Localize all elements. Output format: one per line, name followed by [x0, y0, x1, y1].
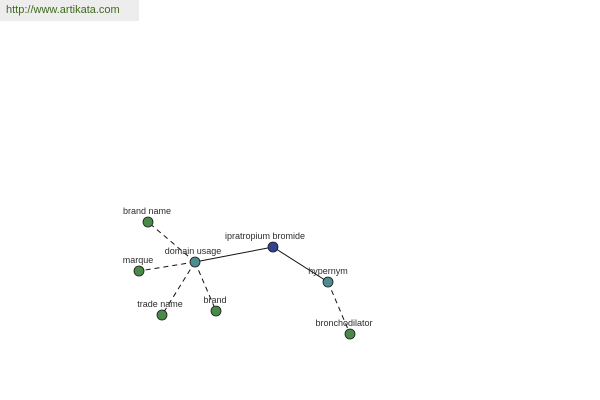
- node-label-hypernym: hypernym: [308, 266, 348, 276]
- node-label-bronchodilator: bronchodilator: [315, 318, 372, 328]
- node-brand[interactable]: brand: [203, 295, 227, 317]
- node-trade-name[interactable]: trade name: [137, 299, 183, 321]
- node-marque[interactable]: marque: [123, 255, 154, 277]
- node-dot-brand[interactable]: [210, 305, 222, 317]
- site-url-link[interactable]: http://www.artikata.com: [6, 4, 120, 16]
- node-ipratropium-bromide[interactable]: ipratropium bromide: [225, 231, 305, 253]
- node-label-trade-name: trade name: [137, 299, 183, 309]
- node-label-brand-name: brand name: [123, 206, 171, 216]
- node-label-ipratropium-bromide: ipratropium bromide: [225, 231, 305, 241]
- site-banner: http://www.artikata.com: [0, 0, 139, 21]
- node-domain-usage[interactable]: domain usage: [165, 246, 222, 268]
- node-label-marque: marque: [123, 255, 154, 265]
- edges-layer: [138, 221, 351, 335]
- node-dot-bronchodilator[interactable]: [344, 328, 356, 340]
- node-dot-brand-name[interactable]: [142, 216, 154, 228]
- edge-hypernym-to-bronchodilator: [327, 281, 351, 335]
- edge-ipratropium-bromide-to-domain-usage: [194, 246, 274, 263]
- node-dot-domain-usage[interactable]: [189, 256, 201, 268]
- node-brand-name[interactable]: brand name: [123, 206, 171, 228]
- node-bronchodilator[interactable]: bronchodilator: [315, 318, 373, 340]
- edge-domain-usage-to-marque: [138, 261, 196, 272]
- node-dot-hypernym[interactable]: [322, 276, 334, 288]
- node-label-brand: brand: [203, 295, 226, 305]
- edge-domain-usage-to-trade-name: [161, 261, 196, 316]
- node-dot-ipratropium-bromide[interactable]: [267, 241, 279, 253]
- edge-domain-usage-to-brand-name: [147, 221, 196, 263]
- node-dot-marque[interactable]: [133, 265, 145, 277]
- edge-ipratropium-bromide-to-hypernym: [272, 246, 329, 283]
- node-label-domain-usage: domain usage: [165, 246, 222, 256]
- node-hypernym[interactable]: hypernym: [308, 266, 348, 288]
- node-dot-trade-name[interactable]: [156, 309, 168, 321]
